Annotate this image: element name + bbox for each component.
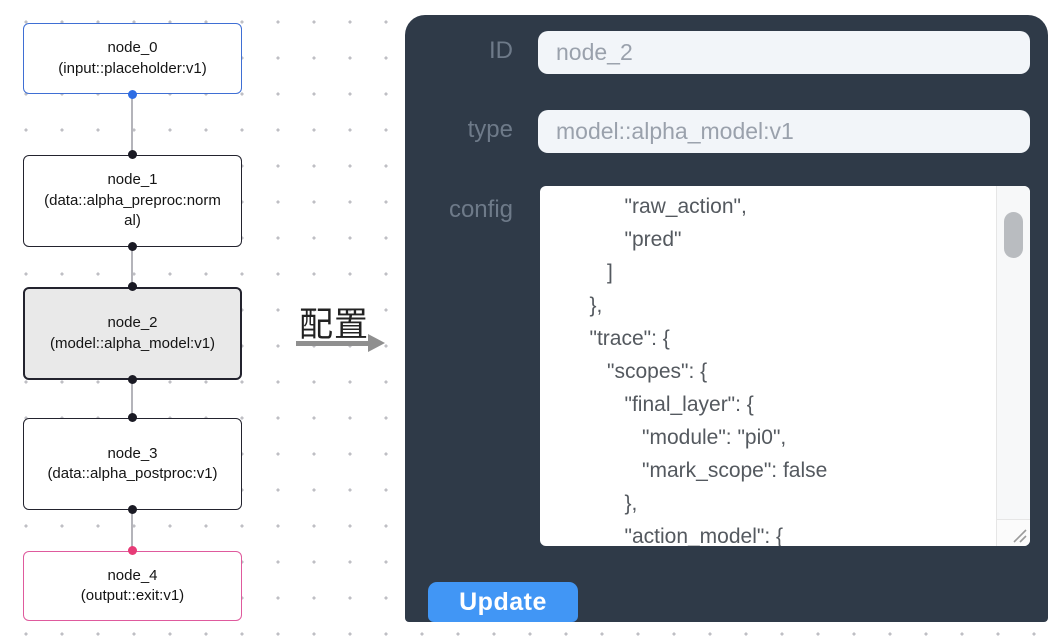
config-json-text: "raw_action", "pred" ] }, "trace": { "sc… [589, 195, 828, 546]
handle-node_2-source[interactable] [128, 375, 137, 384]
flow-node-node_2[interactable]: node_2 (model::alpha_model:v1) [23, 287, 242, 380]
node-title: node_0 [107, 39, 158, 56]
handle-node_1-source[interactable] [128, 242, 137, 251]
config-textarea[interactable]: "raw_action", "pred" ] }, "trace": { "sc… [540, 186, 1030, 546]
right-arrow-icon [296, 341, 370, 346]
node-subtitle: (data::alpha_preproc:normal) [44, 191, 221, 230]
node-config-panel: ID type config "raw_action", "pred" ] },… [405, 15, 1048, 622]
config-scrollbar-thumb[interactable] [1004, 212, 1023, 258]
node-title: node_3 [107, 444, 158, 462]
config-scrollbar-corner [996, 519, 1030, 546]
flow-node-node_4[interactable]: node_4 (output::exit:v1) [23, 551, 242, 621]
node-subtitle: (model::alpha_model:v1) [49, 334, 216, 352]
handle-node_3-source[interactable] [128, 505, 137, 514]
flow-node-node_0[interactable]: node_0 (input::placeholder:v1) [23, 23, 242, 94]
node-title: node_1 [107, 171, 158, 189]
type-field-label: type [467, 116, 513, 143]
id-input[interactable] [538, 31, 1030, 74]
type-input[interactable] [538, 110, 1030, 153]
node-subtitle: (data::alpha_postproc:v1) [47, 465, 218, 482]
id-field-label: ID [489, 37, 513, 64]
resize-grip-icon[interactable] [1010, 526, 1027, 543]
configure-annotation-label: 配置 [299, 306, 369, 344]
node-subtitle: (output::exit:v1) [80, 587, 185, 604]
node-title: node_2 [107, 314, 158, 331]
handle-node_2-target[interactable] [128, 282, 137, 291]
edge-node1-node2 [131, 247, 133, 287]
flow-node-node_3[interactable]: node_3 (data::alpha_postproc:v1) [23, 418, 242, 510]
edge-node2-node3 [131, 380, 133, 418]
flow-node-node_1[interactable]: node_1 (data::alpha_preproc:normal) [23, 155, 242, 247]
edge-node3-node4 [131, 510, 133, 551]
config-scrollbar-track[interactable] [996, 186, 1030, 519]
handle-node_4-target[interactable] [128, 546, 137, 555]
update-button[interactable]: Update [428, 582, 578, 622]
node-subtitle: (input::placeholder:v1) [58, 59, 207, 77]
handle-node_1-target[interactable] [128, 150, 137, 159]
config-field-label: config [448, 196, 513, 223]
handle-node_0-source[interactable] [128, 90, 137, 99]
right-arrow-head-icon [368, 334, 385, 352]
handle-node_3-target[interactable] [128, 413, 137, 422]
node-title: node_4 [107, 566, 158, 584]
edge-node0-node1 [131, 94, 133, 155]
